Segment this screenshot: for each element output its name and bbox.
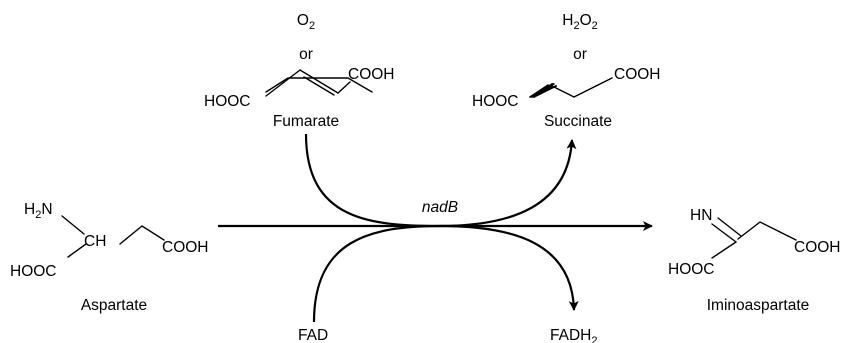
- aspartate-acid: COOH: [162, 239, 209, 256]
- aspartate-structure: [61, 215, 165, 258]
- lower-coupled-arrow: [312, 224, 579, 323]
- iminoaspartate-imine: HN: [690, 207, 712, 224]
- fumarate-acid-right: COOH: [348, 66, 395, 83]
- enzyme-label: nadB: [422, 199, 458, 216]
- succinate-label: Succinate: [544, 113, 612, 130]
- aspartate-amine: H2N: [24, 201, 53, 221]
- succinate-structure: [529, 83, 553, 98]
- succinate-real-chain: [533, 77, 613, 98]
- aspartate-ch: CH: [84, 233, 106, 250]
- succinate-acid-right: COOH: [614, 66, 661, 83]
- or-label-left: or: [299, 46, 313, 63]
- iminoaspartate-acid-left: HOOC: [668, 261, 715, 278]
- iminoaspartate-acid: COOH: [794, 239, 841, 256]
- or-label-right: or: [573, 46, 587, 63]
- fumarate-label: Fumarate: [273, 113, 339, 130]
- fad-label: FAD: [298, 327, 328, 343]
- aspartate-acid-left: HOOC: [10, 263, 57, 280]
- hydrogen-peroxide-label: H2O2: [562, 12, 598, 32]
- iminoaspartate-structure: [711, 217, 797, 259]
- aspartate-label: Aspartate: [81, 297, 147, 314]
- fadh2-label: FADH2: [550, 327, 597, 343]
- fumarate-structure: [265, 69, 373, 97]
- fumarate-acid-left: HOOC: [204, 93, 251, 110]
- succinate-acid-left: HOOC: [472, 93, 519, 110]
- iminoaspartate-label: Iminoaspartate: [707, 297, 810, 314]
- oxygen-label: O2: [297, 12, 315, 32]
